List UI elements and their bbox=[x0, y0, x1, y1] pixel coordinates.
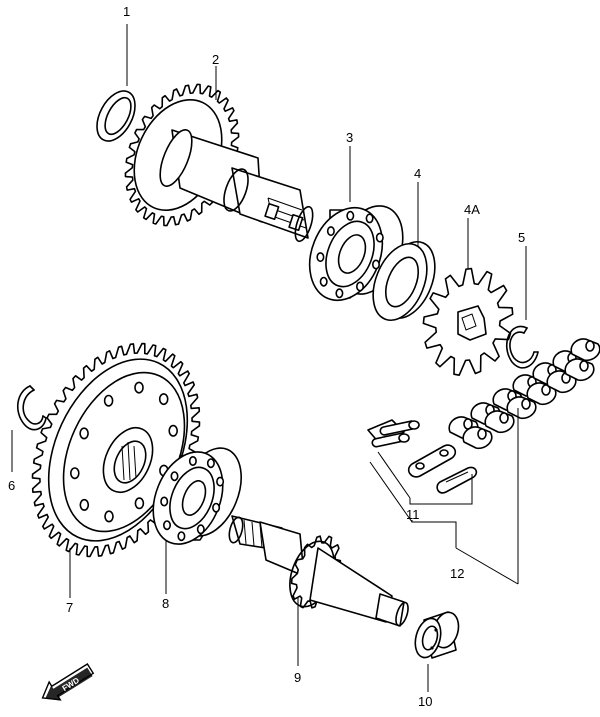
circlip-10 bbox=[505, 325, 539, 369]
engine-sprocket-9 bbox=[422, 267, 514, 376]
callout-1: 7 bbox=[66, 600, 73, 615]
chain-roller bbox=[541, 384, 551, 396]
callout-8: 4 bbox=[414, 166, 421, 181]
balls4-element bbox=[206, 458, 215, 469]
callout-labels: 1 2 3 4 4A 5 6 7 8 9 10 11 12 bbox=[8, 4, 525, 709]
callout-9: 4A bbox=[464, 202, 480, 217]
g1holes-element bbox=[168, 424, 178, 437]
callout-7: 3 bbox=[346, 130, 353, 145]
balls4-element bbox=[160, 496, 169, 507]
g1holes-element bbox=[134, 381, 144, 394]
balls4-element bbox=[177, 531, 186, 542]
chain-roller bbox=[499, 412, 509, 424]
callout-3: 9 bbox=[294, 670, 301, 685]
balls7-element bbox=[375, 232, 384, 243]
callout-10: 5 bbox=[518, 230, 525, 245]
callout-11: 12 bbox=[450, 566, 464, 581]
g1holes-element bbox=[79, 498, 90, 511]
g1holes-element bbox=[158, 393, 169, 406]
bearing-4 bbox=[152, 447, 242, 545]
callout-6: 1 bbox=[123, 4, 130, 19]
balls4-element bbox=[170, 471, 179, 482]
countershaft-gear-5 bbox=[124, 83, 314, 243]
forward-arrow-icon: FWD bbox=[41, 663, 95, 701]
balls7-element bbox=[326, 226, 335, 237]
thrust-washer-6 bbox=[96, 90, 136, 142]
balls7-element bbox=[371, 259, 380, 270]
drive-chain-11 bbox=[448, 338, 600, 450]
circlip-2 bbox=[17, 385, 47, 431]
countershaft-3 bbox=[228, 515, 409, 627]
callout-5: 2 bbox=[212, 52, 219, 67]
balls7-element bbox=[316, 252, 325, 263]
g1holes-element bbox=[104, 510, 114, 523]
g1holes-element bbox=[79, 427, 89, 440]
balls4-element bbox=[163, 520, 172, 531]
g1holes-element bbox=[70, 467, 80, 480]
balls4-element bbox=[188, 455, 197, 466]
callout-2: 6 bbox=[8, 478, 15, 493]
oil-seal-8 bbox=[372, 241, 436, 321]
balls7-element bbox=[365, 213, 374, 224]
callout-4: 8 bbox=[162, 596, 169, 611]
leader-lines bbox=[11, 24, 527, 692]
needle-bearing-4a bbox=[414, 611, 460, 659]
chain-roller bbox=[579, 360, 589, 372]
balls4-element bbox=[212, 502, 221, 513]
chain-roller bbox=[521, 398, 531, 410]
chain-roller bbox=[477, 428, 487, 440]
chain-roller bbox=[585, 340, 595, 352]
balls4-element bbox=[216, 476, 225, 487]
callout-4a: 10 bbox=[418, 694, 432, 709]
balls7-element bbox=[335, 288, 344, 299]
g1holes-element bbox=[103, 394, 114, 407]
balls4-element bbox=[196, 524, 205, 535]
balls7-element bbox=[346, 210, 355, 221]
g1holes-element bbox=[134, 497, 145, 510]
balls7-element bbox=[319, 276, 328, 287]
chain-link bbox=[462, 426, 493, 450]
chain-joint-12 bbox=[367, 419, 478, 494]
balls7-element bbox=[355, 281, 364, 292]
chain-link bbox=[484, 410, 515, 434]
callout-12: 11 bbox=[406, 507, 420, 522]
